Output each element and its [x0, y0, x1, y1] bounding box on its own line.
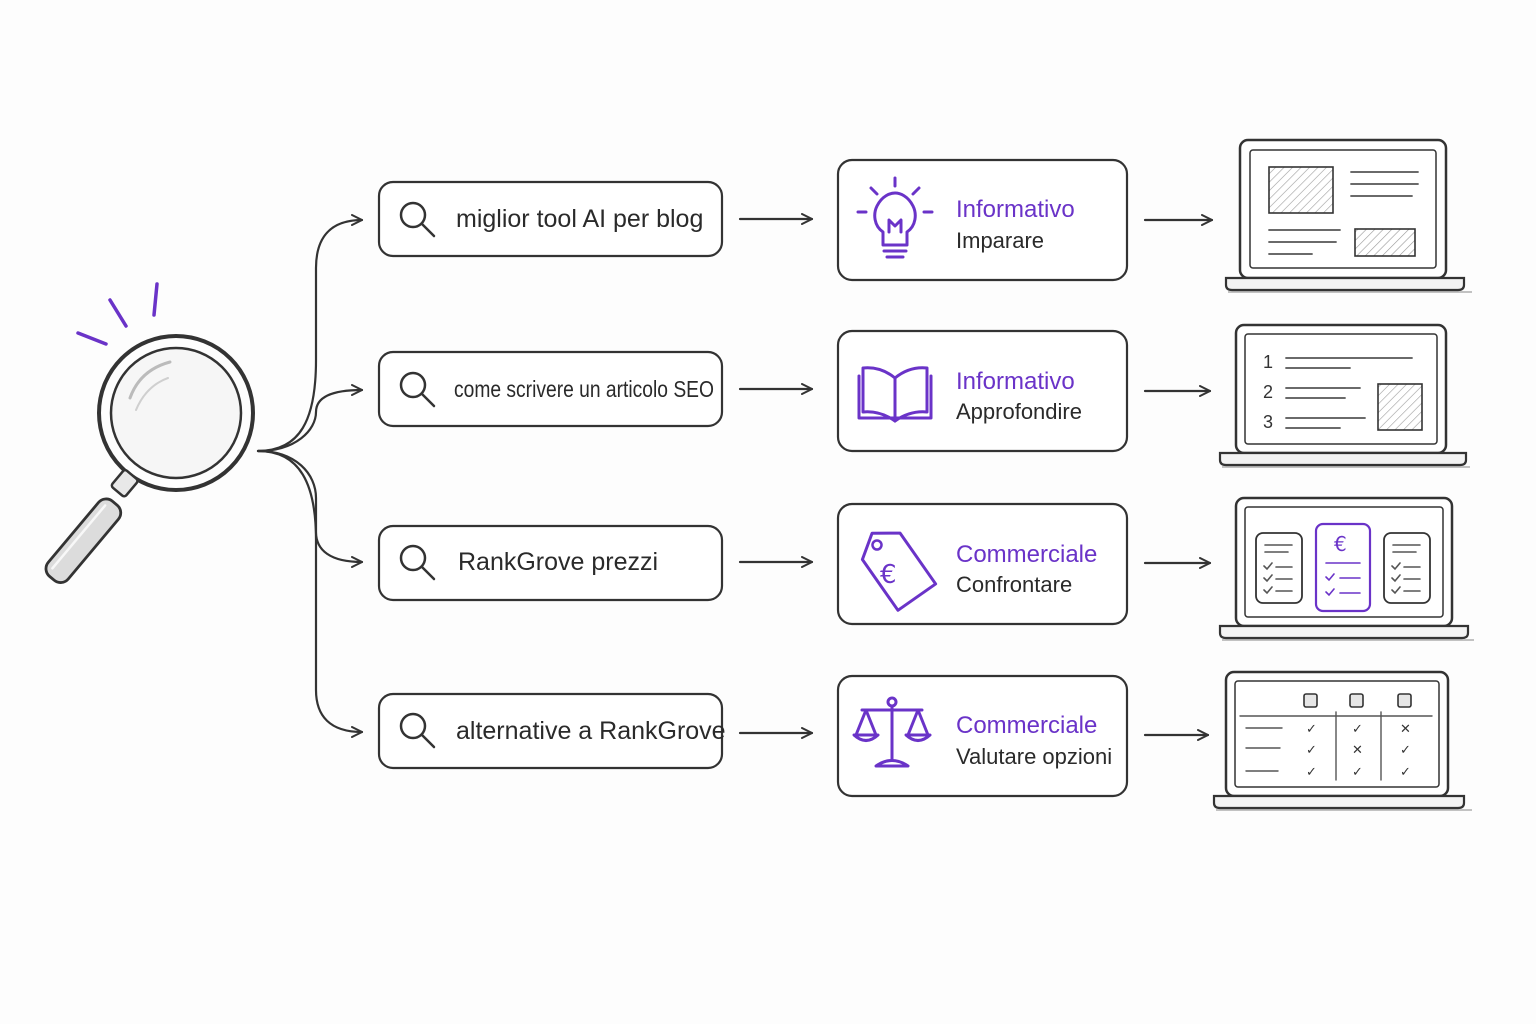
table-mark-r3-c2: ✓ — [1352, 765, 1363, 780]
list-number-1: 1 — [1263, 352, 1273, 372]
intent-box-2: Informativo Approfondire — [836, 329, 1129, 453]
intent-type-4: Commerciale — [956, 712, 1097, 739]
query-box-1[interactable]: miglior tool AI per blog — [377, 180, 724, 258]
intent-box-1: Informativo Imparare — [836, 158, 1129, 282]
laptop-pricing-cards-icon: € — [1218, 496, 1474, 641]
open-book-icon — [857, 366, 933, 423]
query-text-4: alternative a RankGrove — [456, 717, 726, 745]
branch-2-connector — [256, 384, 364, 453]
magnifying-glass-icon — [44, 282, 255, 584]
query-text-1: miglior tool AI per blog — [456, 205, 703, 233]
list-number-3: 3 — [1263, 412, 1273, 432]
search-icon — [399, 201, 436, 238]
table-mark-r2-c3: ✓ — [1400, 743, 1411, 758]
search-icon — [399, 371, 436, 408]
intent-goal-3: Confrontare — [956, 572, 1072, 597]
laptop-numbered-list-icon: 1 2 3 — [1218, 323, 1470, 468]
branch-3-connector — [256, 449, 364, 568]
table-mark-r3-c1: ✓ — [1306, 765, 1317, 780]
intent-goal-2: Approfondire — [956, 399, 1082, 424]
table-mark-r1-c3: ✕ — [1400, 722, 1411, 737]
query-text-2: come scrivere un articolo SEO — [454, 376, 714, 402]
sparkle-lines — [76, 282, 159, 346]
table-mark-r3-c3: ✓ — [1400, 765, 1411, 780]
branch-1-connector — [256, 214, 364, 453]
table-mark-r2-c2: ✕ — [1352, 743, 1363, 758]
intent-type-3: Commerciale — [956, 541, 1097, 568]
search-icon — [399, 712, 436, 749]
intent-goal-1: Imparare — [956, 228, 1044, 253]
intent-to-result-arrows — [1143, 214, 1214, 741]
query-box-2[interactable]: come scrivere un articolo SEO — [377, 350, 724, 428]
intent-box-3: € Commerciale Confrontare — [836, 502, 1129, 626]
balance-scale-icon — [852, 696, 932, 768]
branch-connectors — [256, 214, 364, 738]
search-icon — [399, 544, 436, 581]
query-box-3[interactable]: RankGrove prezzi — [377, 524, 724, 602]
intent-goal-4: Valutare opzioni — [956, 744, 1112, 769]
list-number-2: 2 — [1263, 382, 1273, 402]
table-mark-r1-c1: ✓ — [1306, 722, 1317, 737]
laptop-article-icon — [1224, 138, 1472, 293]
branch-4-connector — [256, 449, 364, 738]
intent-type-2: Informativo — [956, 368, 1075, 395]
laptop-comparison-table-icon: ✓ ✓ ✕ ✓ ✕ ✓ ✓ ✓ ✓ — [1212, 670, 1472, 811]
intent-box-4: Commerciale Valutare opzioni — [836, 674, 1129, 798]
euro-price-tag-icon: € — [860, 531, 938, 612]
pricing-euro-symbol: € — [1334, 532, 1347, 556]
query-to-intent-arrows — [738, 213, 814, 739]
query-box-4[interactable]: alternative a RankGrove — [377, 692, 726, 770]
lightbulb-icon — [856, 176, 934, 259]
table-mark-r1-c2: ✓ — [1352, 722, 1363, 737]
intent-type-1: Informativo — [956, 196, 1075, 223]
table-mark-r2-c1: ✓ — [1306, 743, 1317, 758]
tag-euro-symbol: € — [880, 560, 897, 590]
query-text-3: RankGrove prezzi — [458, 548, 658, 576]
